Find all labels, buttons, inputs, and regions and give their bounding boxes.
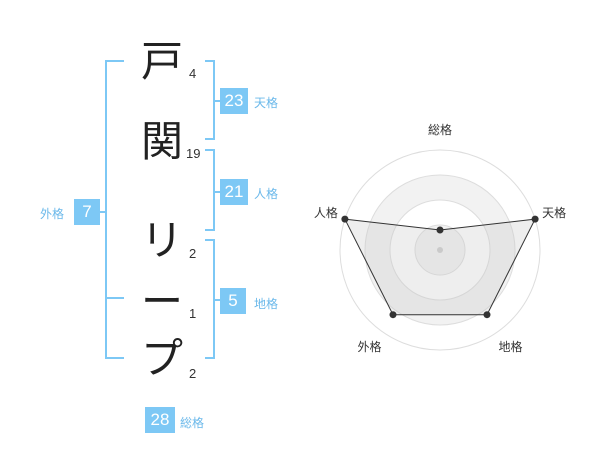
- tenkaku-label: 天格: [254, 96, 279, 110]
- name-char-2: 関: [140, 117, 183, 166]
- soukaku-label: 総格: [180, 416, 205, 430]
- radar-point-2: [483, 311, 491, 319]
- name-char-3: リ: [140, 216, 183, 265]
- radar-point-4: [341, 215, 349, 223]
- jinkaku-value: 21: [220, 179, 248, 205]
- name-char-5: プ: [140, 334, 183, 383]
- gaikaku-label: 外格: [40, 207, 65, 221]
- gaikaku-bracket: [105, 60, 124, 359]
- chikaku-value: 5: [220, 288, 246, 314]
- stroke-count-4: 1: [189, 306, 197, 321]
- radar-label-4: 人格: [314, 205, 338, 220]
- soukaku-value: 28: [145, 407, 175, 433]
- radar-area: [344, 218, 536, 316]
- stroke-count-2: 19: [186, 146, 201, 161]
- radar-label-2: 地格: [498, 339, 522, 354]
- radar-center: [437, 247, 443, 253]
- radar-label-0: 総格: [428, 122, 452, 137]
- stroke-count-3: 2: [189, 246, 197, 261]
- jinkaku-label: 人格: [254, 187, 279, 201]
- radar-point-3: [389, 311, 397, 319]
- jinkaku-bracket: [205, 149, 215, 231]
- radar-point-1: [531, 215, 539, 223]
- radar-rings: [339, 149, 541, 351]
- name-char-1: 戸: [140, 37, 183, 86]
- radar-label-3: 外格: [357, 339, 381, 354]
- radar-label-1: 天格: [542, 205, 566, 220]
- radar-point-0: [436, 226, 444, 234]
- stroke-count-5: 2: [189, 366, 197, 381]
- chikaku-label: 地格: [254, 297, 279, 311]
- radar-points: [341, 215, 539, 319]
- name-char-4: ー: [140, 277, 183, 326]
- gaikaku-value: 7: [74, 199, 100, 225]
- stroke-count-1: 4: [189, 66, 197, 81]
- tenkaku-value: 23: [220, 88, 248, 114]
